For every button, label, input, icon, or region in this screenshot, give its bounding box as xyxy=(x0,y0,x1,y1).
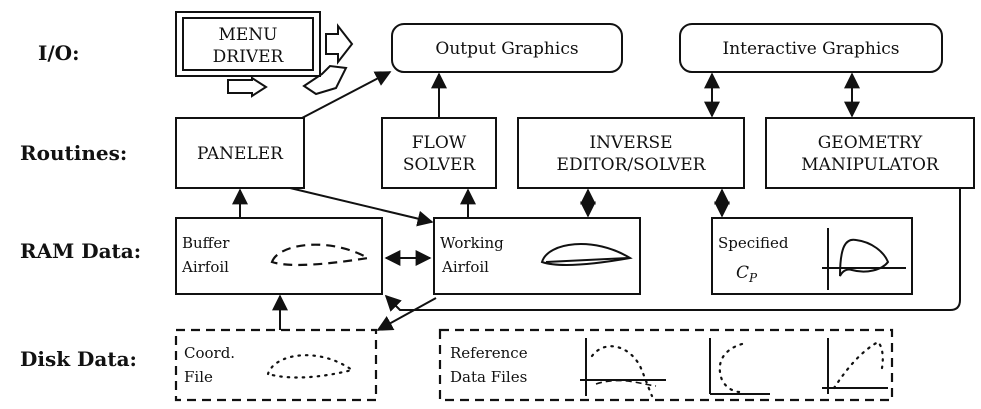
connectors xyxy=(232,71,961,331)
row-label-io: I/O: xyxy=(38,41,79,65)
arrow-paneler-to-working xyxy=(289,187,434,227)
specified-cp-symbol: CP xyxy=(736,263,758,285)
right-hollow-arrow-icon xyxy=(325,23,354,65)
interactive-graphics-box: Interactive Graphics xyxy=(679,23,943,73)
specified-cp-box: Specified CP xyxy=(711,217,913,295)
flow-solver-box: FLOW SOLVER xyxy=(381,117,497,189)
output-graphics-box: Output Graphics xyxy=(391,23,623,73)
row-label-disk-data: Disk Data: xyxy=(20,347,137,371)
paneler-label: PANELER xyxy=(197,144,284,164)
geometry-line2: MANIPULATOR xyxy=(801,155,940,175)
row-label-ram-data: RAM Data: xyxy=(20,239,141,263)
arrow-paneler-to-output xyxy=(301,71,392,119)
down-hollow-arrow-icon xyxy=(227,76,268,98)
buffer-line2: Airfoil xyxy=(181,258,229,276)
paneler-box: PANELER xyxy=(175,117,305,189)
coord-airfoil-points xyxy=(266,354,355,379)
buffer-airfoil-shape xyxy=(270,243,372,267)
working-line1: Working xyxy=(440,234,504,252)
reference-line2: Data Files xyxy=(450,368,527,386)
buffer-line1: Buffer xyxy=(182,234,230,252)
inverse-line2: EDITOR/SOLVER xyxy=(557,155,707,175)
specified-line1: Specified xyxy=(718,234,789,252)
working-airfoil-box: Working Airfoil xyxy=(433,217,641,295)
reference-data-files-box: Reference Data Files xyxy=(438,328,894,402)
menu-driver-line2: DRIVER xyxy=(213,47,285,67)
inverse-editor-solver-box: INVERSE EDITOR/SOLVER xyxy=(517,117,745,189)
interactive-graphics-label: Interactive Graphics xyxy=(722,39,899,59)
menu-driver-box: MENU DRIVER xyxy=(175,11,354,98)
working-airfoil-chord xyxy=(545,257,629,263)
output-graphics-label: Output Graphics xyxy=(435,39,578,59)
hand-pointer-icon xyxy=(302,64,348,96)
working-airfoil-shape xyxy=(540,243,633,266)
inverse-line1: INVERSE xyxy=(589,133,672,153)
geometry-line1: GEOMETRY xyxy=(818,133,923,153)
cp-plot-icon xyxy=(822,228,906,290)
row-label-routines: Routines: xyxy=(20,141,127,165)
reference-plot-1-icon xyxy=(580,338,666,398)
reference-plot-3-icon xyxy=(822,338,888,394)
coord-line2: File xyxy=(184,368,213,386)
geometry-manipulator-box: GEOMETRY MANIPULATOR xyxy=(765,117,975,189)
coord-file-box: Coord. File xyxy=(174,328,378,402)
flow-solver-line2: SOLVER xyxy=(403,155,477,175)
buffer-airfoil-box: Buffer Airfoil xyxy=(175,217,383,295)
reference-line1: Reference xyxy=(450,344,528,362)
menu-driver-line1: MENU xyxy=(218,25,277,45)
coord-line1: Coord. xyxy=(184,344,235,362)
arrow-geometry-to-buffer xyxy=(384,188,961,312)
working-line2: Airfoil xyxy=(441,258,489,276)
reference-plot-2-icon xyxy=(709,338,770,395)
arrow-working-to-coord xyxy=(376,297,437,331)
flow-solver-line1: FLOW xyxy=(412,133,467,153)
